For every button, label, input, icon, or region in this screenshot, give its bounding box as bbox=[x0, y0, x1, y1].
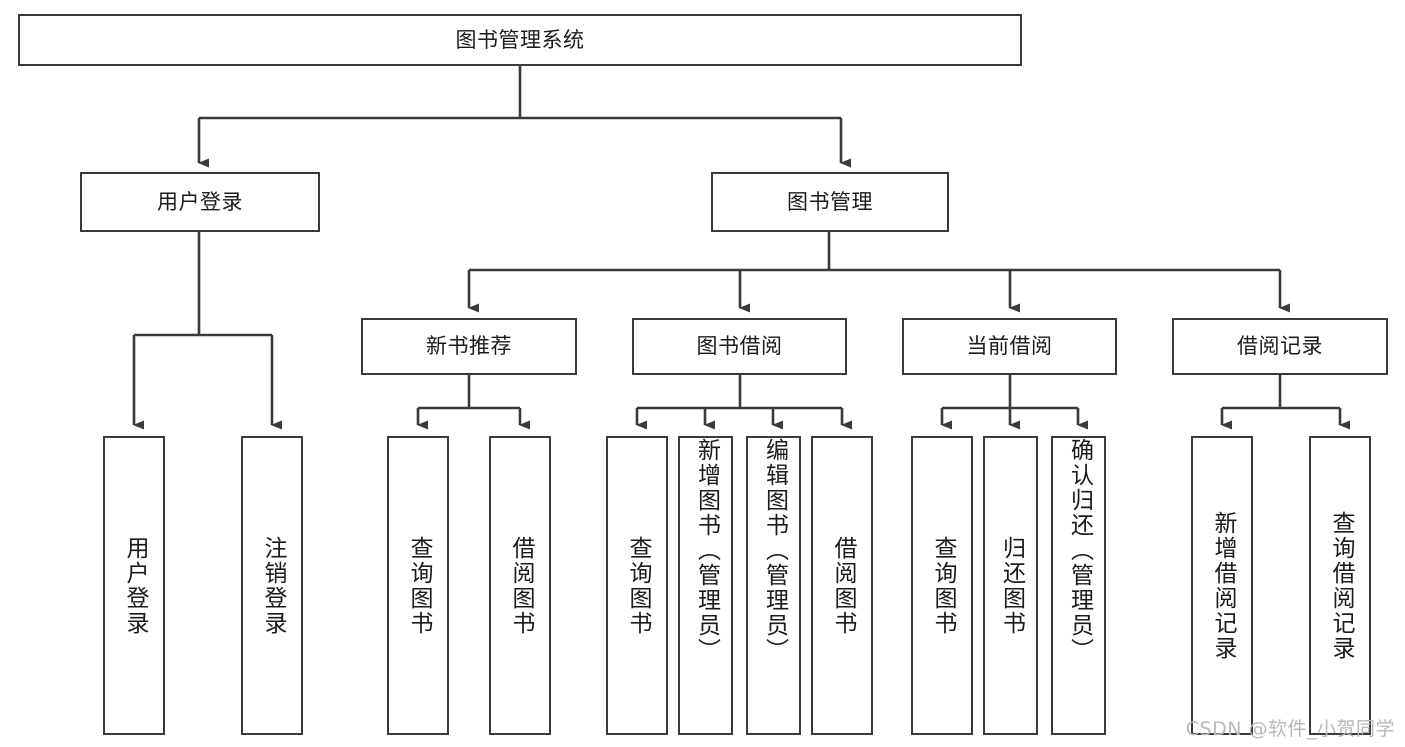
node-leaf-borrow-book-1-label: 借阅图书 bbox=[507, 535, 534, 636]
node-leaf-add-book[interactable]: 新增图书（管理员） bbox=[678, 436, 733, 735]
watermark-text: CSDN @软件_小贺同学 bbox=[1185, 718, 1395, 740]
node-leaf-borrow-book-2[interactable]: 借阅图书 bbox=[811, 436, 873, 735]
node-leaf-edit-book-label: 编辑图书（管理员） bbox=[761, 438, 788, 663]
node-leaf-query-record[interactable]: 查询借阅记录 bbox=[1309, 436, 1371, 735]
node-leaf-add-record-label: 新增借阅记录 bbox=[1209, 510, 1236, 661]
node-current-borrow[interactable]: 当前借阅 bbox=[902, 318, 1117, 375]
node-leaf-confirm-return-label: 确认归还（管理员） bbox=[1066, 438, 1093, 663]
node-leaf-add-book-label: 新增图书（管理员） bbox=[693, 438, 720, 663]
node-leaf-borrow-book-2-label: 借阅图书 bbox=[829, 535, 856, 636]
node-new-book-recommend[interactable]: 新书推荐 bbox=[361, 318, 577, 375]
node-leaf-edit-book[interactable]: 编辑图书（管理员） bbox=[746, 436, 801, 735]
node-leaf-add-record[interactable]: 新增借阅记录 bbox=[1191, 436, 1253, 735]
node-leaf-query-book-1-label: 查询图书 bbox=[405, 535, 432, 636]
node-book-borrow[interactable]: 图书借阅 bbox=[632, 318, 847, 375]
node-leaf-query-book-2-label: 查询图书 bbox=[624, 535, 651, 636]
node-user-login[interactable]: 用户登录 bbox=[80, 172, 320, 232]
node-book-borrow-label: 图书借阅 bbox=[696, 334, 783, 359]
node-leaf-query-book-3-label: 查询图书 bbox=[929, 535, 956, 636]
node-current-borrow-label: 当前借阅 bbox=[966, 334, 1053, 359]
node-root[interactable]: 图书管理系统 bbox=[18, 14, 1022, 66]
node-leaf-query-record-label: 查询借阅记录 bbox=[1327, 510, 1354, 661]
node-leaf-borrow-book-1[interactable]: 借阅图书 bbox=[489, 436, 551, 735]
node-book-management[interactable]: 图书管理 bbox=[711, 172, 949, 232]
node-new-book-recommend-label: 新书推荐 bbox=[426, 334, 512, 359]
node-book-management-label: 图书管理 bbox=[787, 189, 873, 214]
node-leaf-query-book-1[interactable]: 查询图书 bbox=[387, 436, 449, 735]
node-leaf-query-book-3[interactable]: 查询图书 bbox=[911, 436, 973, 735]
node-leaf-logout-label: 注销登录 bbox=[259, 535, 286, 636]
node-leaf-query-book-2[interactable]: 查询图书 bbox=[606, 436, 668, 735]
node-leaf-return-book[interactable]: 归还图书 bbox=[983, 436, 1038, 735]
node-borrow-record-label: 借阅记录 bbox=[1237, 334, 1323, 359]
node-leaf-user-login-label: 用户登录 bbox=[121, 535, 148, 636]
node-borrow-record[interactable]: 借阅记录 bbox=[1172, 318, 1388, 375]
node-root-label: 图书管理系统 bbox=[455, 27, 585, 52]
node-leaf-user-login[interactable]: 用户登录 bbox=[103, 436, 165, 735]
node-user-login-label: 用户登录 bbox=[157, 189, 243, 214]
node-leaf-return-book-label: 归还图书 bbox=[998, 535, 1025, 636]
node-leaf-confirm-return[interactable]: 确认归还（管理员） bbox=[1051, 436, 1106, 735]
node-leaf-logout[interactable]: 注销登录 bbox=[241, 436, 303, 735]
